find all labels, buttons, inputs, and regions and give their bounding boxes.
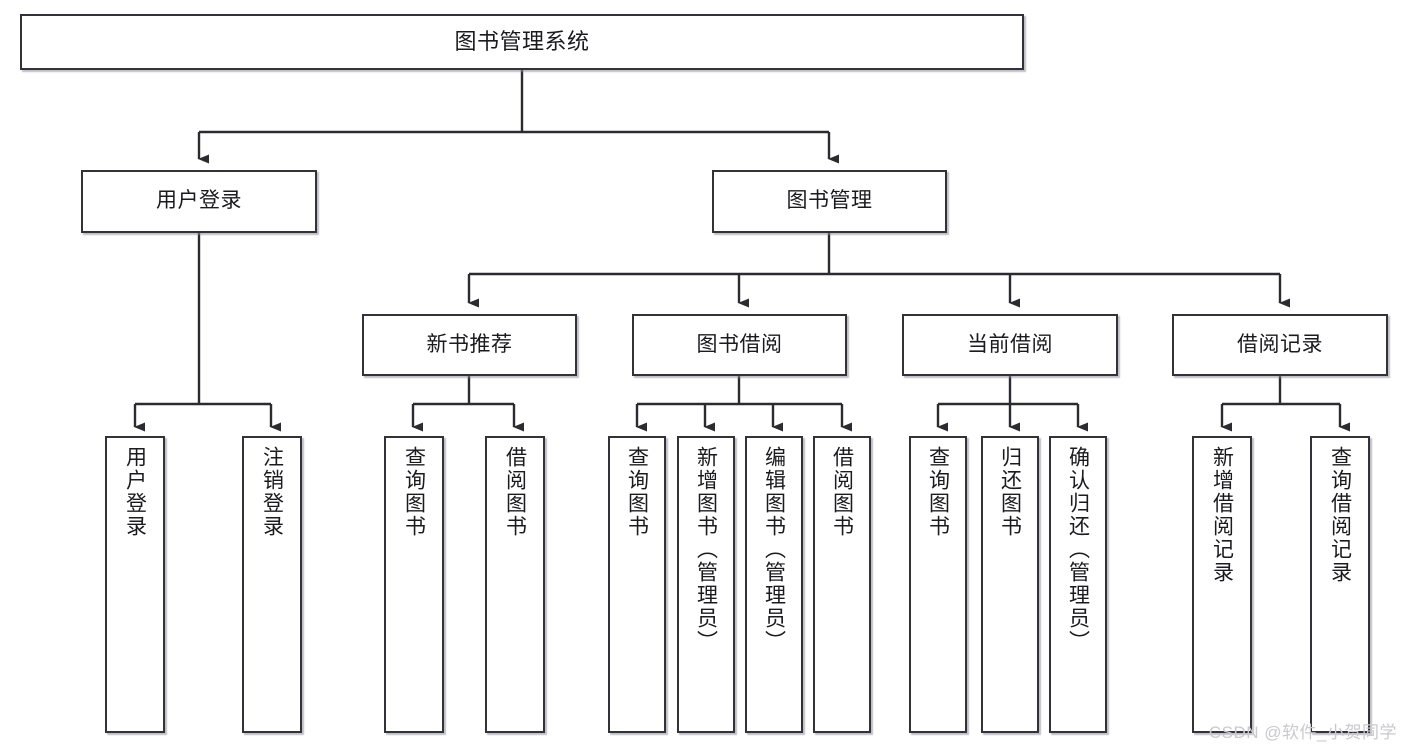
node-label: 借阅记录 [1237, 332, 1323, 356]
node-label: 用户登录 [123, 446, 147, 538]
node-label: 用户登录 [156, 189, 242, 213]
node-label: 借阅图书 [830, 446, 854, 538]
leaf-book-borrow-edit[interactable]: 编辑图书（管理员） [745, 436, 803, 733]
node-label: 新书推荐 [426, 332, 513, 356]
node-label: 图书管理系统 [454, 29, 590, 55]
node-label: 查询图书 [402, 446, 426, 538]
node-label: 新增图书（管理员） [694, 446, 718, 653]
node-label: 查询图书 [625, 446, 649, 538]
leaf-book-borrow-query[interactable]: 查询图书 [608, 436, 666, 733]
leaf-current-borrow-confirm-return[interactable]: 确认归还（管理员） [1049, 436, 1107, 733]
node-new-book-recommend[interactable]: 新书推荐 [362, 314, 577, 376]
leaf-user-login-login[interactable]: 用户登录 [105, 436, 165, 733]
node-label: 图书管理 [786, 189, 873, 213]
node-label: 查询图书 [926, 446, 950, 538]
node-current-borrow[interactable]: 当前借阅 [902, 314, 1118, 376]
node-label: 编辑图书（管理员） [762, 446, 786, 653]
leaf-new-book-query[interactable]: 查询图书 [384, 436, 444, 733]
node-book-management[interactable]: 图书管理 [712, 170, 947, 233]
leaf-borrow-record-query[interactable]: 查询借阅记录 [1310, 436, 1370, 733]
node-label: 注销登录 [260, 446, 284, 538]
node-user-login[interactable]: 用户登录 [81, 170, 317, 233]
leaf-borrow-record-add[interactable]: 新增借阅记录 [1192, 436, 1252, 733]
node-root-system[interactable]: 图书管理系统 [20, 14, 1024, 70]
node-label: 当前借阅 [967, 332, 1053, 356]
node-label: 查询借阅记录 [1328, 446, 1352, 584]
node-label: 借阅图书 [503, 446, 527, 538]
node-book-borrow[interactable]: 图书借阅 [632, 314, 847, 376]
leaf-book-borrow-borrow[interactable]: 借阅图书 [813, 436, 871, 733]
leaf-current-borrow-return[interactable]: 归还图书 [981, 436, 1039, 733]
node-label: 新增借阅记录 [1210, 446, 1234, 584]
leaf-current-borrow-query[interactable]: 查询图书 [909, 436, 967, 733]
node-label: 确认归还（管理员） [1066, 446, 1090, 653]
node-label: 归还图书 [998, 446, 1022, 538]
leaf-user-login-logout[interactable]: 注销登录 [242, 436, 302, 733]
node-label: 图书借阅 [696, 332, 783, 356]
watermark: CSDN @软件_小贺同学 [1208, 723, 1397, 742]
node-borrow-record[interactable]: 借阅记录 [1172, 314, 1388, 376]
leaf-new-book-borrow[interactable]: 借阅图书 [485, 436, 545, 733]
leaf-book-borrow-add[interactable]: 新增图书（管理员） [677, 436, 735, 733]
